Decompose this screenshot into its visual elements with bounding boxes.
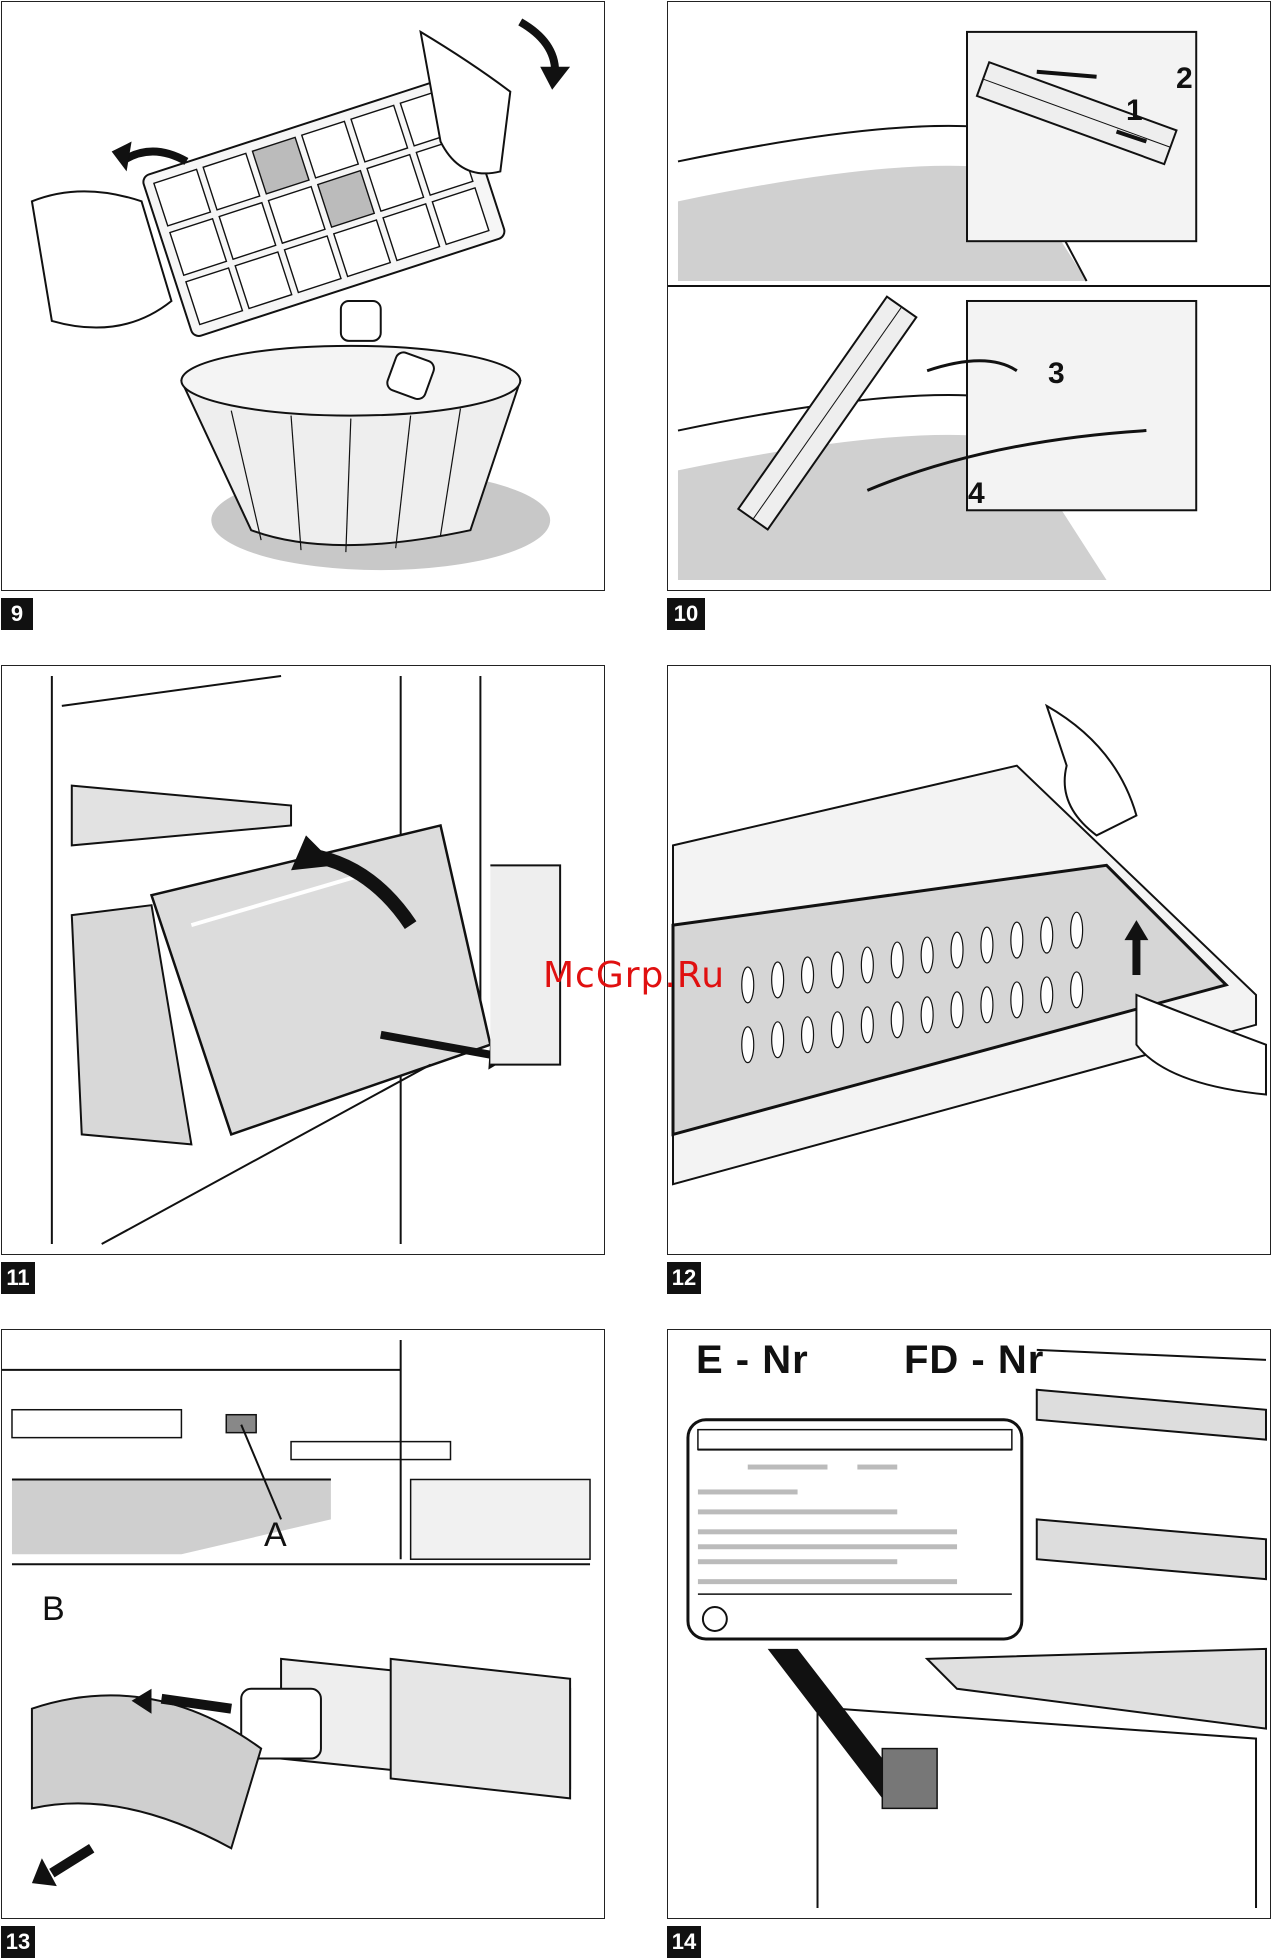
rating-plate-location-illustration xyxy=(668,1330,1270,1918)
figure-number-badge: 13 xyxy=(1,1926,35,1958)
figure-13-panel: A B xyxy=(1,1329,605,1919)
ice-cube-tray-illustration xyxy=(2,2,604,590)
drawer-removal-illustration xyxy=(2,666,604,1254)
watermark: McGrp.Ru xyxy=(543,955,725,996)
shelf-insert-removal-illustration xyxy=(668,666,1270,1254)
lamp-cover-removal-illustration xyxy=(2,1330,604,1918)
figure-number-badge: 10 xyxy=(667,598,705,630)
step-callout-4: 4 xyxy=(968,477,985,511)
figure-12-panel xyxy=(667,665,1271,1255)
figure-9-panel xyxy=(1,1,605,591)
step-callout-1: 1 xyxy=(1126,94,1143,128)
step-callout-3: 3 xyxy=(1048,357,1065,391)
fd-nr-label: FD - Nr xyxy=(904,1338,1044,1383)
figure-14-panel: E - Nr FD - Nr xyxy=(667,1329,1271,1919)
callout-b: B xyxy=(42,1590,65,1629)
figure-number-badge: 14 xyxy=(667,1926,701,1958)
figure-10-panel: 1 2 3 4 xyxy=(667,1,1271,591)
e-nr-label: E - Nr xyxy=(696,1338,809,1383)
callout-a: A xyxy=(264,1516,287,1555)
figure-number-badge: 9 xyxy=(1,598,33,630)
step-callout-2: 2 xyxy=(1176,62,1193,96)
figure-11-panel xyxy=(1,665,605,1255)
figure-number-badge: 12 xyxy=(667,1262,701,1294)
figure-number-badge: 11 xyxy=(1,1262,35,1294)
